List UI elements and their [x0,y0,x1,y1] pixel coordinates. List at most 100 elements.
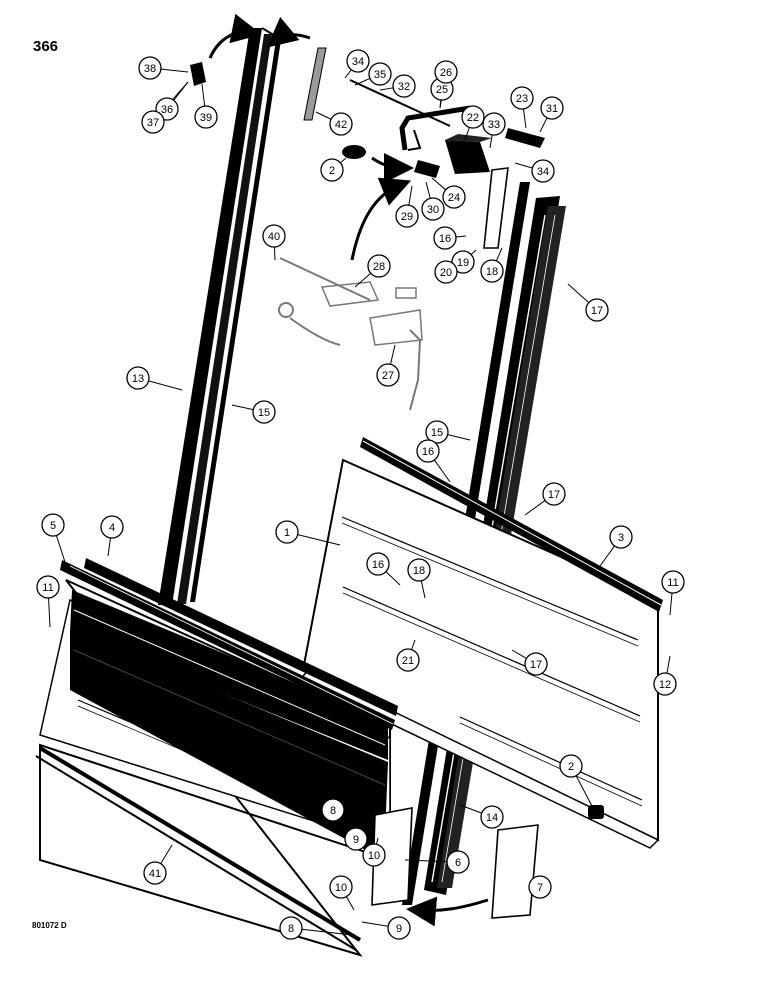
latch-housing-22 [445,134,492,174]
assembly-arrows [208,13,489,927]
callout-34: 34 [346,49,370,73]
callout-8: 8 [279,916,303,940]
callout-circle [531,159,555,183]
callout-12: 12 [653,672,677,696]
callout-number: 38 [144,63,156,75]
callout-circle [434,60,458,84]
callout-5: 5 [41,513,65,537]
callout-circle [407,558,431,582]
callout-circle [482,112,506,136]
callout-7: 7 [528,875,552,899]
callout-number: 17 [548,489,560,501]
callout-leader [48,597,51,628]
callout-26: 26 [434,60,458,84]
callout-number: 35 [374,69,386,81]
callout-leader [343,811,365,816]
callout-9: 9 [344,827,368,851]
callout-leader-lines [48,68,673,936]
callout-leader [459,804,482,814]
callout-leader [385,571,401,586]
callout-18: 18 [480,259,504,283]
callout-16: 16 [416,439,440,463]
handle-bracket-25-26 [399,105,471,151]
lock-assembly-27-28 [278,257,423,411]
callout-18: 18 [407,558,431,582]
latch-plate-24 [414,160,440,178]
callout-circle [367,254,391,278]
callout-number: 26 [440,67,452,79]
callout-number: 9 [353,834,359,846]
callout-leader [420,580,426,599]
callout-30: 30 [421,197,445,221]
callout-leader [666,655,671,674]
callout-leader [431,177,447,191]
callout-circle [143,861,167,885]
callout-37: 37 [141,110,165,134]
callout-leader [297,534,341,546]
callout-circle [329,112,353,136]
callout-circle [433,226,457,250]
callout-13: 13 [126,366,150,390]
callout-number: 15 [431,427,443,439]
callout-circle [524,652,548,676]
callout-number: 20 [440,267,452,279]
callout-31: 31 [540,96,564,120]
callout-number: 18 [413,565,425,577]
lower-door-panel [298,458,660,849]
callout-number: 28 [373,261,385,273]
callout-circle [421,197,445,221]
callout-leader [455,235,467,238]
striker-plate-23 [505,128,545,148]
callout-leader [599,545,615,567]
callout-leader [379,87,394,91]
callout-circle [446,850,470,874]
callout-number: 5 [50,520,56,532]
callout-number: 17 [530,659,542,671]
callout-number: 29 [401,211,413,223]
callout-leader [470,249,477,255]
callout-leader [511,649,527,659]
callout-circle [368,62,392,86]
callout-circle [100,515,124,539]
callout-leader [411,639,416,650]
callout-leader [361,921,389,927]
callout-leader [425,181,431,199]
callout-number: 3 [618,532,624,544]
drawing-code: 801072 D [32,921,67,930]
callout-39: 39 [194,105,218,129]
callout-10: 10 [362,843,386,867]
callout-27: 27 [376,363,400,387]
callout-number: 7 [537,882,543,894]
callout-number: 34 [352,56,364,68]
callout-circle [387,916,411,940]
callout-34: 34 [531,159,555,183]
callout-number: 42 [335,119,347,131]
callout-number: 25 [436,84,448,96]
lower-left-door-panel [35,579,391,957]
callout-circle [138,56,162,80]
callout-number: 27 [382,370,394,382]
callout-leader [514,162,533,169]
callout-leader [522,108,527,129]
callout-number: 40 [268,231,280,243]
page-number: 366 [33,38,59,55]
callout-number: 34 [537,166,549,178]
callout-leader [354,272,372,288]
left-seal-strips [60,558,398,730]
callout-number: 8 [330,805,336,817]
callout-circle [279,916,303,940]
callout-leader [148,380,183,391]
pin-32 [349,79,451,127]
callout-number: 18 [486,266,498,278]
callout-32: 32 [392,74,416,98]
callout-10: 10 [329,875,353,899]
callout-leader [489,134,493,149]
callout-19: 19 [451,250,475,274]
callout-circle [609,525,633,549]
callout-circle [41,513,65,537]
bumper-2-bottom [588,805,604,819]
callout-leader [376,837,379,845]
callout-number: 9 [396,923,402,935]
